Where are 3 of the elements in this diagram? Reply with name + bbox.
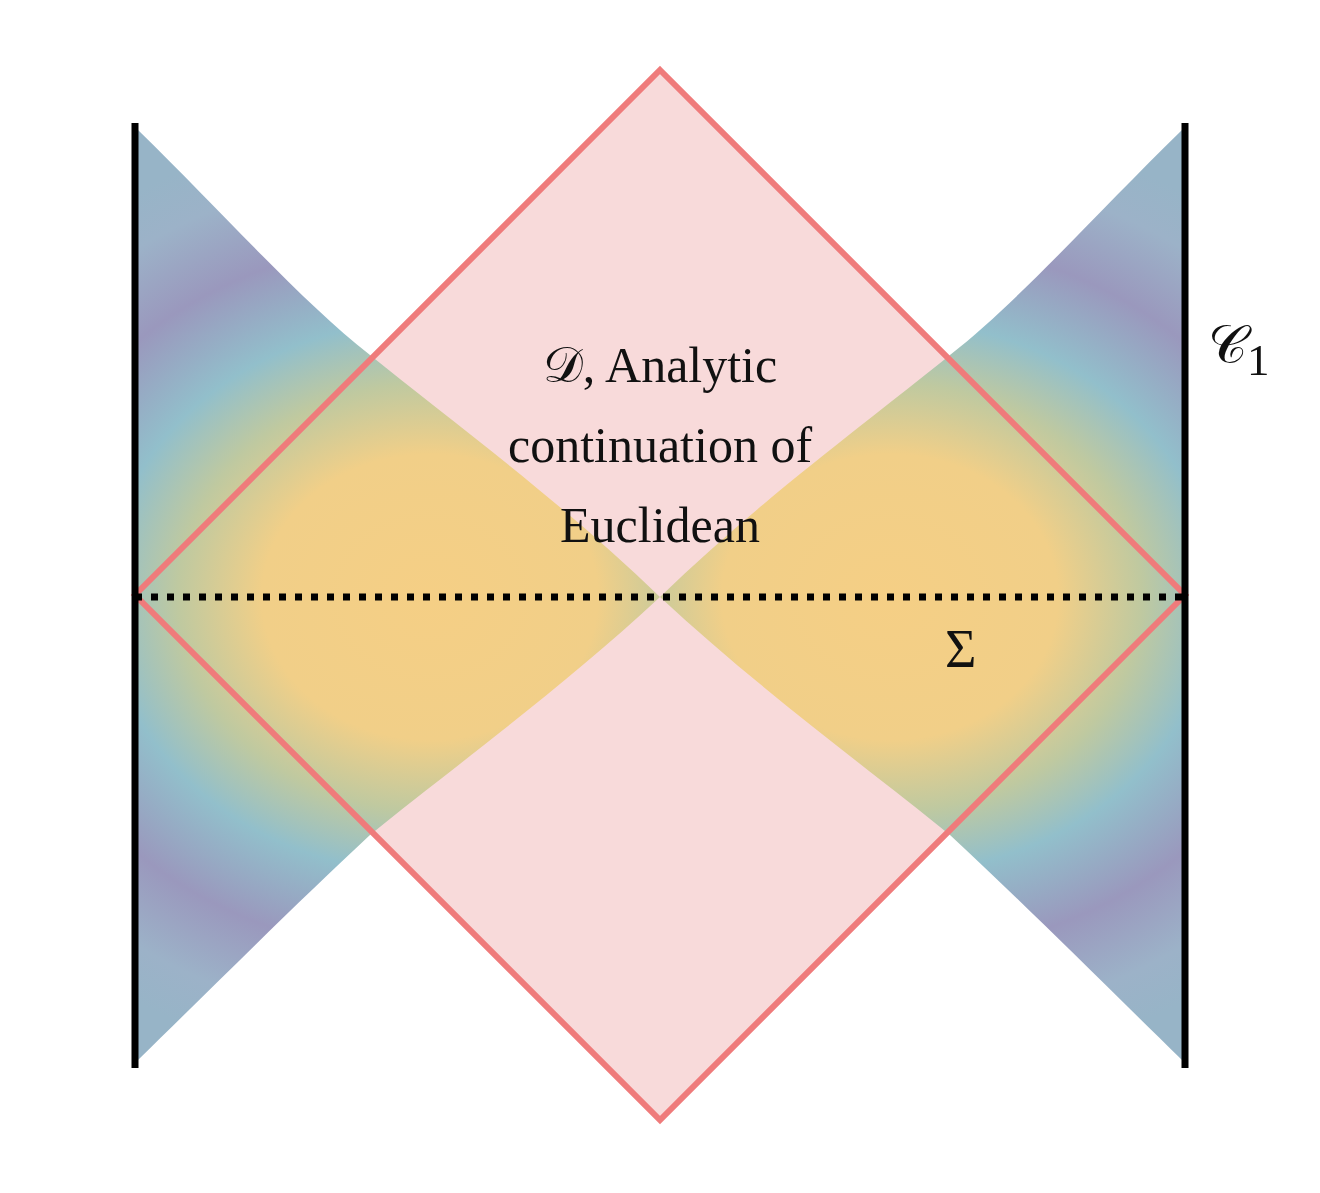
math-label: Σ [945,622,977,676]
region-label: 𝒟, Analytic continuation of Euclidean [506,336,814,555]
math-label: 𝒞$_{1}$ [1208,318,1270,383]
